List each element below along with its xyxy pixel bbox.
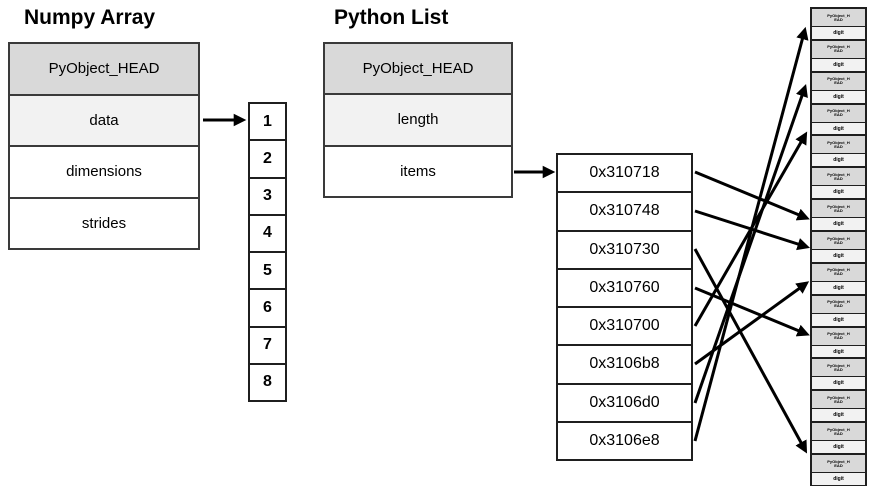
buffer-cell-8: 8 <box>250 364 285 400</box>
address-row-0x310748: 0x310748 <box>558 193 691 232</box>
memory-object-head-label: PyObject_HEAD <box>827 203 850 213</box>
buffer-cell-3: 3 <box>250 178 285 216</box>
memory-object-head-7: PyObject_HEAD <box>811 231 866 251</box>
memory-object-head-label: PyObject_HEAD <box>827 331 850 341</box>
memory-object-head-label: PyObject_HEAD <box>827 267 850 277</box>
memory-object-head-4: PyObject_HEAD <box>811 135 866 155</box>
memory-object-head-label: PyObject_HEAD <box>827 394 850 404</box>
buffer-cell-7: 7 <box>250 327 285 365</box>
memory-object-head-1: PyObject_HEAD <box>811 39 866 59</box>
memory-object-head-label: PyObject_HEAD <box>827 12 850 22</box>
memory-object-head-label: PyObject_HEAD <box>827 235 850 245</box>
memory-object-head-0: PyObject_HEAD <box>811 8 866 27</box>
memory-object-digit-10: digit <box>811 345 866 359</box>
address-row-0x3106d0: 0x3106d0 <box>558 384 691 423</box>
address-row-0x310760: 0x310760 <box>558 269 691 308</box>
memory-object-head-label: PyObject_HEAD <box>827 44 850 54</box>
memory-object-head-12: PyObject_HEAD <box>811 390 866 410</box>
numpy-row-pyobject-head: PyObject_HEAD <box>10 44 198 96</box>
memory-object-digit-4: digit <box>811 154 866 168</box>
numpy-row-dimensions: dimensions <box>10 147 198 199</box>
memory-object-digit-11: digit <box>811 377 866 391</box>
memory-object-digit-13: digit <box>811 441 866 455</box>
memory-object-head-3: PyObject_HEAD <box>811 103 866 123</box>
memory-object-head-10: PyObject_HEAD <box>811 326 866 346</box>
memory-object-head-label: PyObject_HEAD <box>827 171 850 181</box>
memory-object-head-label: PyObject_HEAD <box>827 299 850 309</box>
memory-object-head-14: PyObject_HEAD <box>811 454 866 474</box>
memory-object-head-label: PyObject_HEAD <box>827 139 850 149</box>
memory-object-head-label: PyObject_HEAD <box>827 362 850 372</box>
memory-object-digit-8: digit <box>811 281 866 295</box>
address-row-0x310700: 0x310700 <box>558 308 691 347</box>
python-row-pyobject-head: PyObject_HEAD <box>325 44 511 96</box>
buffer-cell-4: 4 <box>250 215 285 253</box>
memory-object-digit-1: digit <box>811 58 866 72</box>
memory-object-digit-6: digit <box>811 218 866 232</box>
memory-object-head-2: PyObject_HEAD <box>811 71 866 91</box>
memory-object-head-6: PyObject_HEAD <box>811 199 866 219</box>
memory-object-head-13: PyObject_HEAD <box>811 422 866 442</box>
address-row-0x3106e8: 0x3106e8 <box>558 422 691 459</box>
memory-object-digit-3: digit <box>811 122 866 136</box>
memory-object-head-5: PyObject_HEAD <box>811 167 866 187</box>
memory-object-digit-12: digit <box>811 409 866 423</box>
address-row-0x3106b8: 0x3106b8 <box>558 346 691 385</box>
memory-object-digit-9: digit <box>811 313 866 327</box>
memory-object-head-9: PyObject_HEAD <box>811 294 866 314</box>
arrow-pointer-from-0x310730 <box>693 248 808 454</box>
arrow-pointer-from-0x310718 <box>694 170 810 221</box>
memory-object-digit-0: digit <box>811 27 866 40</box>
python-list-title: Python List <box>334 6 449 29</box>
memory-object-digit-14: digit <box>811 473 866 486</box>
memory-object-head-label: PyObject_HEAD <box>827 458 850 468</box>
numpy-row-strides: strides <box>10 198 198 248</box>
numpy-array-title: Numpy Array <box>24 6 156 29</box>
memory-object-head-8: PyObject_HEAD <box>811 262 866 282</box>
memory-object-head-label: PyObject_HEAD <box>827 76 850 86</box>
buffer-cell-5: 5 <box>250 253 285 291</box>
memory-object-head-11: PyObject_HEAD <box>811 358 866 378</box>
memory-object-digit-2: digit <box>811 90 866 104</box>
memory-object-digit-7: digit <box>811 250 866 263</box>
arrow-pointer-from-0x3106b8 <box>694 281 810 366</box>
memory-object-digit-5: digit <box>811 186 866 200</box>
address-row-0x310730: 0x310730 <box>558 231 691 270</box>
buffer-cell-6: 6 <box>250 290 285 328</box>
arrow-pointer-from-0x3106e8 <box>693 26 809 442</box>
buffer-cell-2: 2 <box>250 141 285 179</box>
arrow-pointer-from-0x3106d0 <box>693 84 808 404</box>
numpy-row-data: data <box>10 95 198 147</box>
memory-object-head-label: PyObject_HEAD <box>827 426 850 436</box>
memory-object-head-label: PyObject_HEAD <box>827 108 850 118</box>
arrow-pointer-from-0x310748 <box>694 209 810 251</box>
arrow-pointer-from-0x310700 <box>693 131 808 327</box>
python-row-items: items <box>325 146 511 196</box>
buffer-cell-1: 1 <box>250 104 285 142</box>
python-row-length: length <box>325 95 511 147</box>
arrow-pointer-from-0x310760 <box>694 286 810 337</box>
address-row-0x310718: 0x310718 <box>558 155 691 194</box>
